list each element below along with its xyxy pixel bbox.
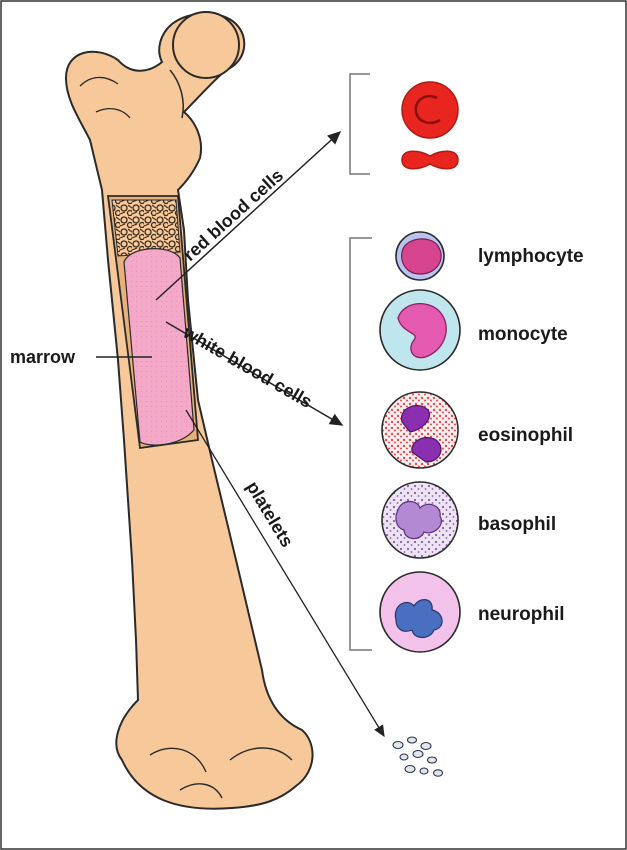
marrow-label: marrow (10, 347, 76, 367)
red-cell-arrow (155, 130, 342, 301)
monocyte-icon (379, 289, 461, 371)
platelet-arrow (185, 409, 385, 738)
lymphocyte-icon (395, 231, 445, 281)
cell-label-basophil: basophil (478, 514, 556, 535)
platelets-label: platelets (243, 478, 298, 551)
white-cell-arrow (165, 321, 344, 426)
condyle-lines (149, 747, 293, 799)
neurophil-icon (379, 571, 461, 653)
cell-label-neurophil: neurophil (478, 604, 565, 625)
red-cell-bracket (349, 73, 370, 175)
femoral-neck-line (169, 69, 184, 119)
eosinophil-icon (381, 391, 459, 469)
cell-label-eosinophil: eosinophil (478, 425, 573, 446)
basophil-icon (381, 481, 459, 559)
red-blood-cells-label: red blood cells (179, 165, 287, 265)
femoral-head (172, 11, 240, 79)
greater-trochanter-line (79, 76, 131, 119)
red-cell-side-icon (401, 150, 459, 170)
femur-bone (64, 11, 314, 810)
platelet-cluster-icon (392, 736, 444, 777)
red-cell-front-icon (401, 81, 459, 139)
white-blood-cells-label: white blood cells (179, 322, 315, 412)
spongy-bone (111, 199, 181, 257)
marrow-region (123, 248, 195, 446)
white-cell-bracket (349, 237, 372, 651)
cell-label-monocyte: monocyte (478, 324, 568, 345)
cell-label-lymphocyte: lymphocyte (478, 246, 584, 267)
